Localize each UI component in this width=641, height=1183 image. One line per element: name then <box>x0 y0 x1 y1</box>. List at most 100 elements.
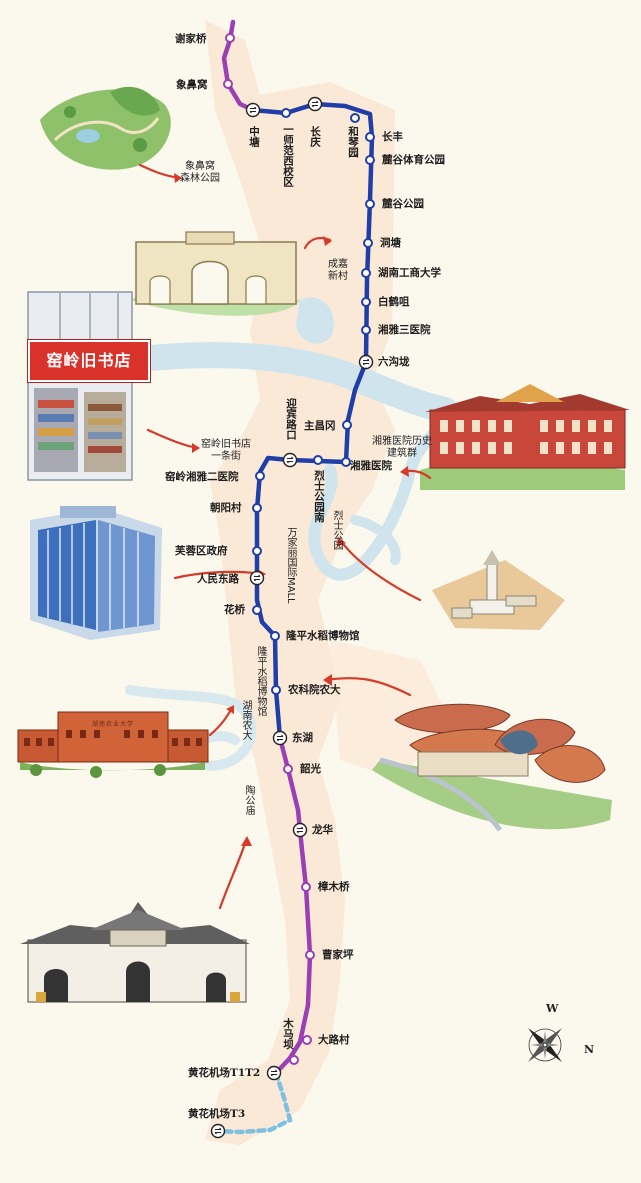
attraction-label-line: 建筑群 <box>387 448 417 459</box>
attraction-hunan-agri-univ[interactable]: 湖南农大 <box>240 700 251 740</box>
station-label-shaoguang[interactable]: 韶光 <box>300 763 321 775</box>
attraction-yaoling-bookstore[interactable]: 窑岭旧书店一条街 <box>201 440 251 462</box>
arrow-temple <box>218 838 248 910</box>
compass-north-label: N <box>584 1043 595 1056</box>
transfer-arrows-icon <box>296 826 304 834</box>
attraction-label-line: 万家丽国际MALL <box>285 527 296 604</box>
arrow-forest <box>138 163 182 180</box>
station-dot-icon <box>283 764 293 774</box>
station-dot-icon <box>350 113 360 123</box>
transfer-station-icon <box>210 1123 226 1139</box>
station-dot-icon <box>341 457 351 467</box>
station-label-huaqiao[interactable]: 花桥 <box>224 604 245 616</box>
attraction-taogong-temple[interactable]: 陶公庙 <box>243 785 254 815</box>
bookstore-illustration <box>27 291 133 481</box>
attraction-label-line: 森林公园 <box>180 173 220 184</box>
arrow-monument <box>338 538 422 602</box>
tower-building-illustration <box>30 506 162 640</box>
station-label-donghu[interactable]: 东湖 <box>292 732 313 744</box>
attraction-wanjiali-mall[interactable]: 万家丽国际MALL <box>285 527 296 604</box>
station-dot-icon <box>225 33 235 43</box>
station-dot-icon <box>365 155 375 165</box>
station-dot-icon <box>365 132 375 142</box>
station-label-zhuchangang[interactable]: 主昌冈 <box>304 420 336 432</box>
station-label-longpingshuidao[interactable]: 隆平水稻博物馆 <box>286 630 360 642</box>
monument-illustration <box>432 550 565 630</box>
attraction-longping-museum[interactable]: 隆平水稻博物馆 <box>255 646 266 716</box>
station-label-mumaba[interactable]: 木马坝 <box>282 1018 295 1050</box>
transfer-arrows-icon <box>270 1069 278 1077</box>
station-label-xiejiaqiao[interactable]: 谢家桥 <box>175 33 207 45</box>
transfer-arrows-icon <box>311 100 319 108</box>
transfer-arrows-icon <box>362 358 370 366</box>
liuyang-river <box>308 419 451 581</box>
station-label-zhongtang[interactable]: 中塘 <box>248 126 261 147</box>
xiangjiang-river <box>117 342 458 423</box>
land-wash <box>205 20 395 1145</box>
archway-illustration <box>130 231 300 316</box>
attraction-label-line: 陶公庙 <box>243 785 254 815</box>
route-purple-south <box>273 735 313 1076</box>
station-dot-icon <box>361 297 371 307</box>
station-label-longhua[interactable]: 龙华 <box>312 824 333 836</box>
attraction-xiangbiwo-forest[interactable]: 象鼻窝森林公园 <box>180 162 220 184</box>
station-label-yishifan[interactable]: 一师范西校区 <box>282 124 295 187</box>
transfer-arrows-icon <box>214 1127 222 1135</box>
agri-univ-facade-sign: 湖南农业大学 <box>91 721 134 728</box>
station-label-xiangyayiyuan[interactable]: 湘雅医院 <box>350 460 392 472</box>
attraction-label-line: 窑岭旧书店 <box>201 439 251 450</box>
station-label-xiangyasanyiyuan[interactable]: 湘雅三医院 <box>378 324 431 336</box>
station-label-xiangyaeryiyuan[interactable]: 窑岭湘雅二医院 <box>165 471 239 483</box>
attraction-label-line: 烈士公园 <box>331 510 342 550</box>
transfer-arrows-icon <box>286 456 294 464</box>
station-label-changfeng[interactable]: 长丰 <box>382 131 403 143</box>
station-label-caojiaping[interactable]: 曹家坪 <box>322 949 354 961</box>
attraction-label-line: 新村 <box>328 271 348 282</box>
station-label-huanghuat1t2[interactable]: 黄花机场T1T2 <box>188 1067 261 1079</box>
attraction-label-line: 湘雅医院历史 <box>372 436 432 447</box>
station-label-lieshigongyuannan[interactable]: 烈士公园南 <box>313 470 326 523</box>
transfer-station-icon <box>249 570 265 586</box>
station-dot-icon <box>313 455 323 465</box>
station-label-baihezui[interactable]: 白鹤咀 <box>378 296 410 308</box>
station-label-dongtang[interactable]: 洞塘 <box>380 237 401 249</box>
station-label-yingbinlukou[interactable]: 迎宾路口 <box>285 398 298 440</box>
transfer-station-icon <box>245 102 261 118</box>
transfer-station-icon <box>272 730 288 746</box>
station-dot-icon <box>361 325 371 335</box>
station-dot-icon <box>289 1055 299 1065</box>
attraction-label-line: 象鼻窝 <box>185 161 215 172</box>
station-label-dalucun[interactable]: 大路村 <box>318 1034 350 1046</box>
transfer-arrows-icon <box>249 106 257 114</box>
transfer-station-icon <box>358 354 374 370</box>
station-label-changqing[interactable]: 长庆 <box>309 126 322 147</box>
attraction-lieshi-park[interactable]: 烈士公园 <box>331 510 342 550</box>
station-dot-icon <box>252 503 262 513</box>
station-label-huanghuat3[interactable]: 黄花机场T3 <box>188 1108 246 1120</box>
transfer-station-icon <box>266 1065 282 1081</box>
station-label-chaoyangcun[interactable]: 朝阳村 <box>210 502 242 514</box>
station-dot-icon <box>365 199 375 209</box>
station-dot-icon <box>255 471 265 481</box>
station-label-furongqu[interactable]: 芙蓉区政府 <box>175 545 228 557</box>
compass-icon <box>528 1028 562 1062</box>
station-label-hunangongshang[interactable]: 湖南工商大学 <box>378 267 441 279</box>
station-label-liugouliong[interactable]: 六沟垅 <box>378 356 410 368</box>
forest-park-illustration <box>40 86 171 170</box>
station-dot-icon <box>363 238 373 248</box>
attraction-label-line: 隆平水稻博物馆 <box>255 646 266 716</box>
station-label-zhangmuqiao[interactable]: 樟木桥 <box>318 881 350 893</box>
station-label-renmindonglu[interactable]: 人民东路 <box>197 573 239 585</box>
attraction-label-line: 一条街 <box>211 451 241 462</box>
station-label-lugutiyu[interactable]: 麓谷体育公园 <box>382 154 445 166</box>
station-label-lugugongyuan[interactable]: 麓谷公园 <box>382 198 424 210</box>
station-dot-icon <box>361 268 371 278</box>
attraction-xiangya-history[interactable]: 湘雅医院历史建筑群 <box>372 437 432 459</box>
attraction-chengjia-xincun[interactable]: 成嘉新村 <box>328 260 348 282</box>
station-label-xiangbiwo[interactable]: 象鼻窝 <box>176 79 208 91</box>
transfer-arrows-icon <box>253 574 261 582</box>
station-label-heqinyuan[interactable]: 和琴园 <box>347 126 360 158</box>
station-label-nongkeyuan[interactable]: 农科院农大 <box>288 684 341 696</box>
station-dot-icon <box>252 605 262 615</box>
